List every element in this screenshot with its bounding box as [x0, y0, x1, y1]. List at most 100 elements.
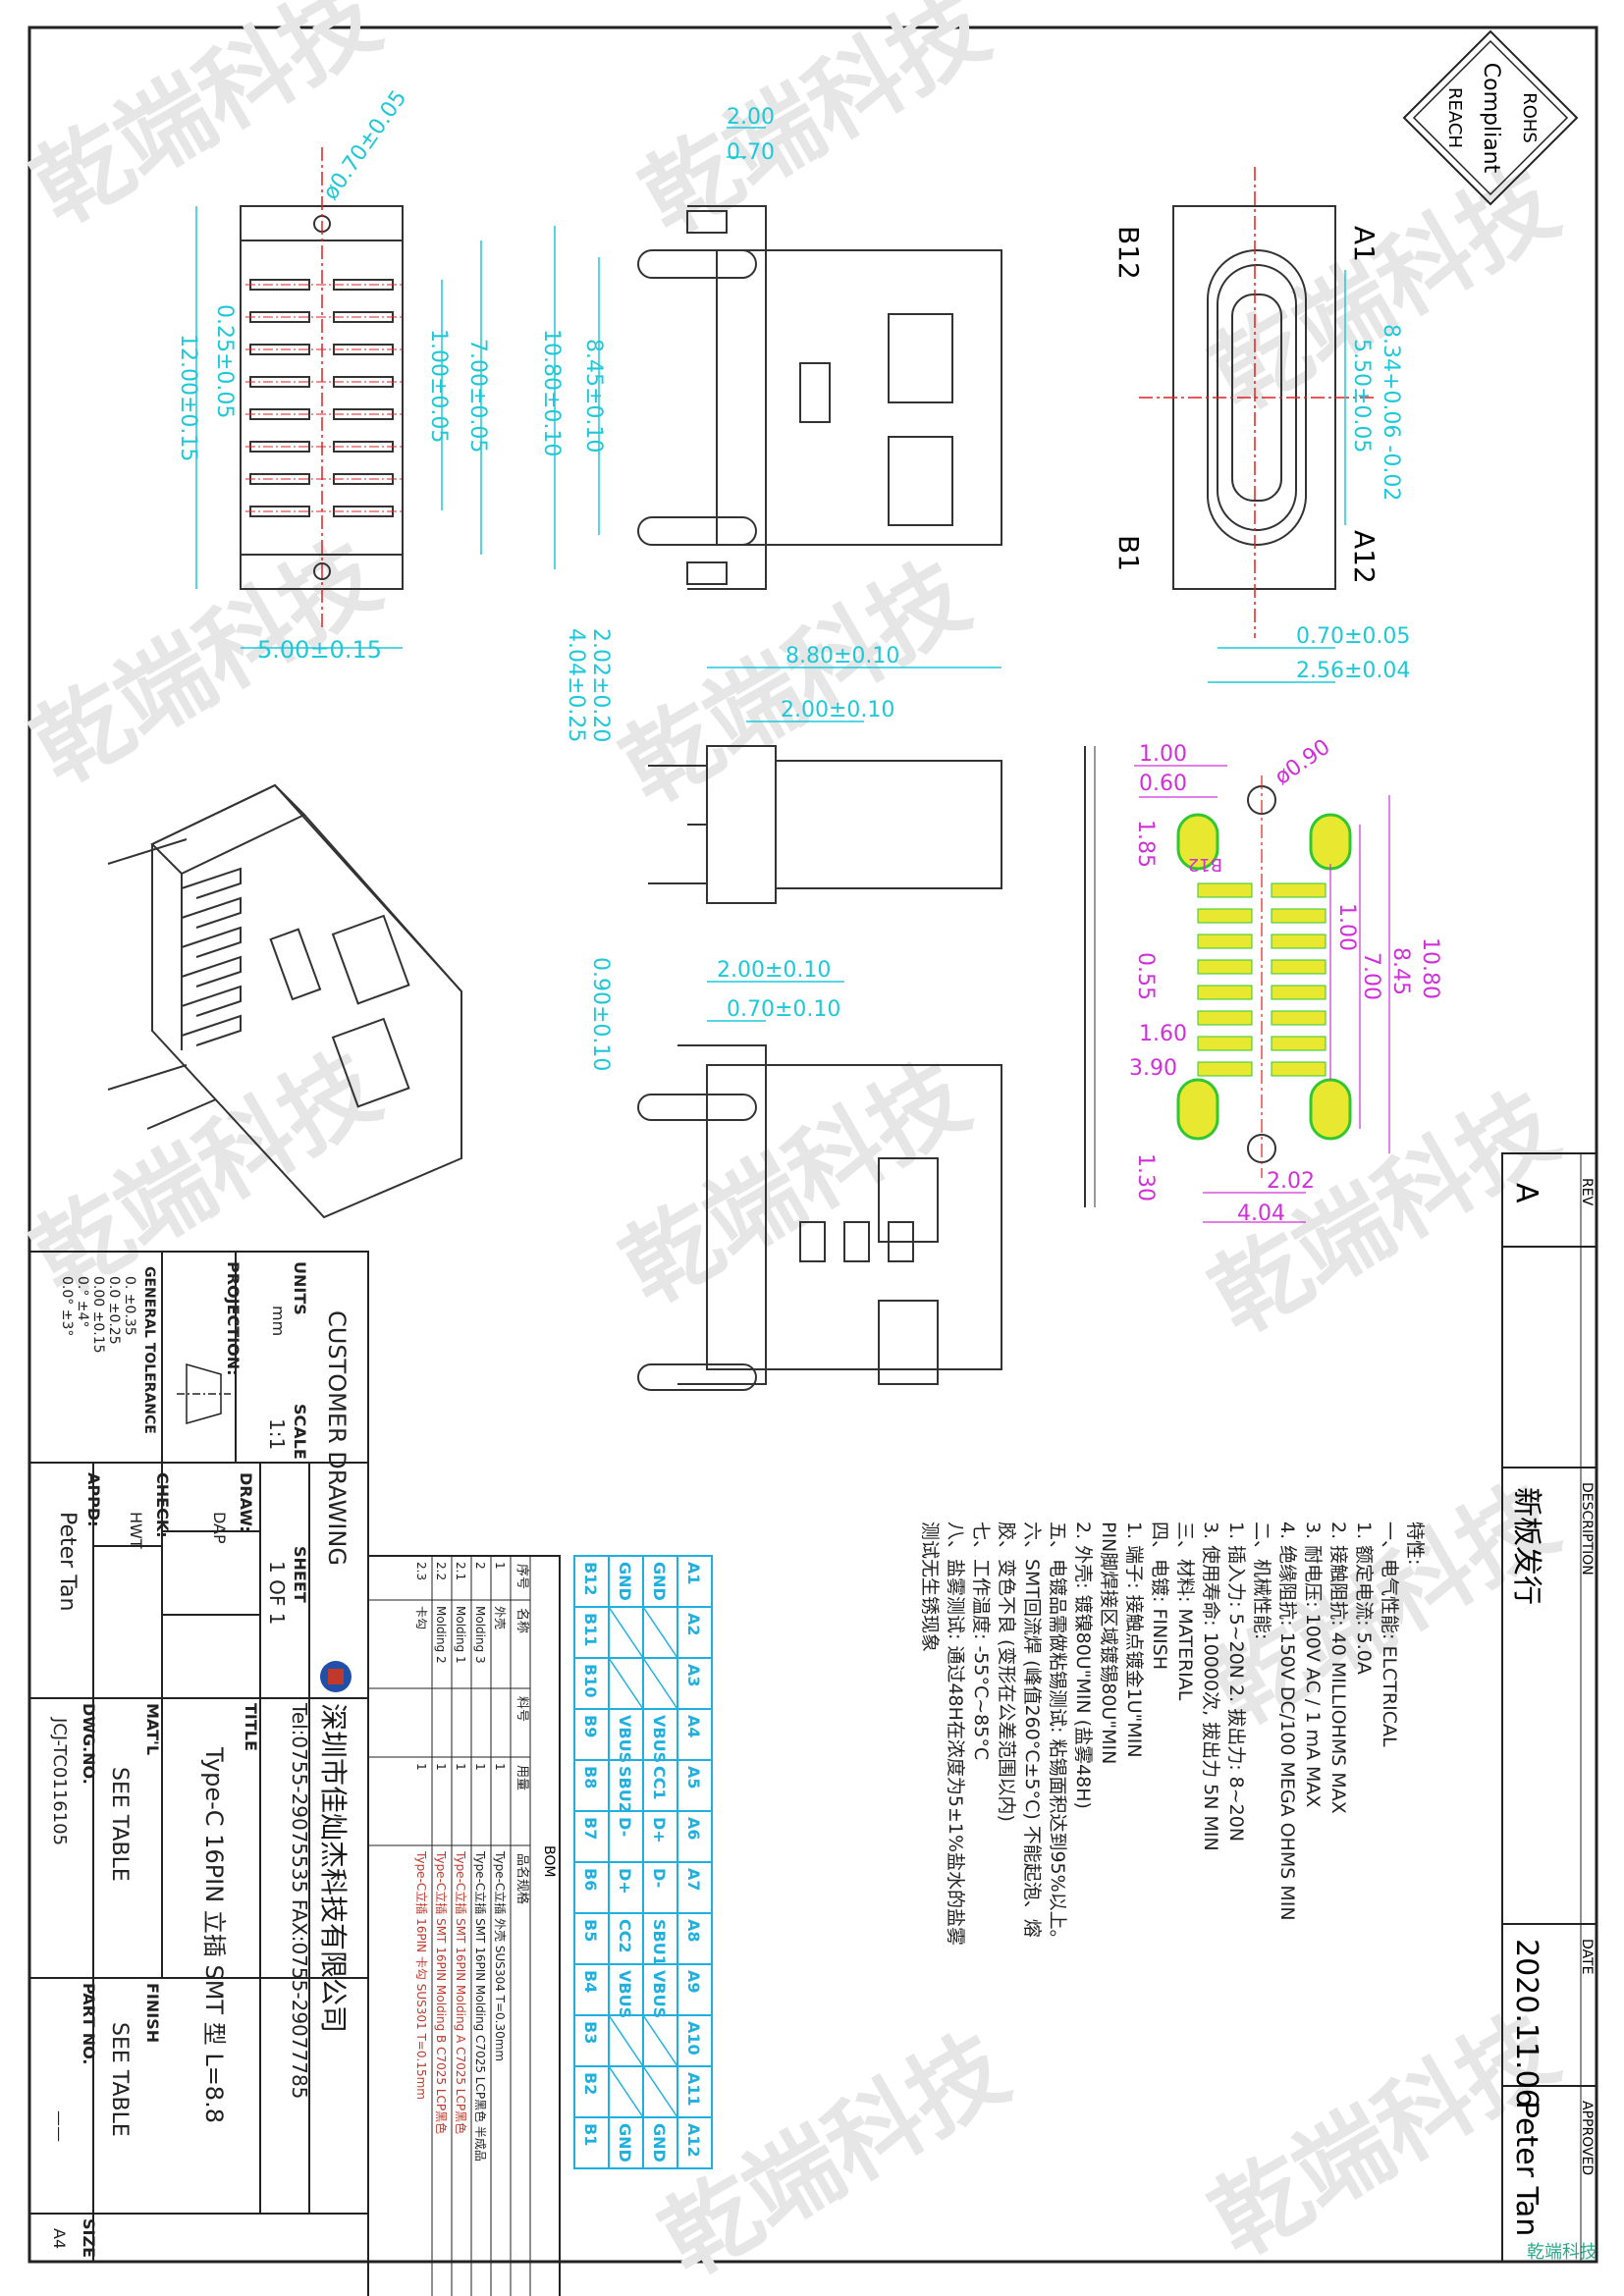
pcb-dim-390: 3.90 — [1129, 1056, 1177, 1081]
pin-label-a12: A12 — [1348, 530, 1380, 584]
spec-line: 二、机械性能: — [1251, 1522, 1272, 1639]
pcb-pad — [1197, 1036, 1253, 1051]
dim-width-070: 0.70±0.05 — [1296, 624, 1410, 649]
isometric-pins — [181, 867, 242, 1046]
company-logo — [320, 1661, 352, 1692]
customer-drawing-label: CUSTOMER DRAWING — [323, 1310, 351, 1566]
dim-pitch-025: 0.25±0.05 — [212, 304, 237, 418]
pin-table-value: B8 — [581, 1766, 600, 1789]
pcb-dim-845: 8.45 — [1388, 947, 1413, 995]
projection-label: PROJECTION: — [224, 1261, 243, 1376]
bom-cell: 2.2 — [434, 1562, 448, 1580]
pin-table-empty-mark — [608, 1657, 644, 1710]
pin-table-value: GND — [616, 2123, 634, 2163]
rev-value: A — [1509, 1183, 1543, 1203]
sheet-border — [27, 26, 1598, 2264]
pcb-pad — [1197, 908, 1253, 924]
pin-table-value: VBUS — [650, 1715, 669, 1763]
pin-table-value: A1 — [684, 1562, 703, 1585]
top-view-pins — [245, 279, 403, 517]
pcb-layout-dimensions: 1.00 0.60 1.85 ø0.90 B12 1.00 0.55 1.60 … — [1129, 735, 1442, 1226]
pin-table-empty-mark — [642, 2065, 678, 2118]
size-label: SIZE — [80, 2218, 98, 2258]
part-label: PART NO. — [80, 1983, 98, 2064]
rohs-line3: REACH — [1444, 87, 1465, 148]
pcb-dim-diameter: ø0.90 — [1271, 735, 1334, 790]
rev-header: REV — [1579, 1178, 1595, 1206]
bom-title: BOM — [541, 1845, 557, 1877]
spec-line: 2. 外壳: 镀镍80U"MIN (盐雾48H) — [1072, 1522, 1094, 1809]
pcb-pad — [1197, 985, 1253, 1000]
rohs-line1: ROHS — [1519, 92, 1540, 143]
title-label: TITLE — [242, 1703, 260, 1751]
pin-table-value: A7 — [684, 1868, 703, 1892]
pin-table-value: B11 — [581, 1613, 600, 1646]
pcb-dim-130: 1.30 — [1133, 1153, 1158, 1201]
bom-cell: Type-C立插 16PIN 卡勾 SUS301 T=0.15mm — [414, 1850, 429, 2100]
bom-cell: 1 — [473, 1763, 487, 1771]
spec-line: 2. 接触阻抗: 40 MILLIOHMS MAX — [1327, 1522, 1349, 1814]
pin-table-empty-mark — [642, 2014, 678, 2067]
pin-label-b12: B12 — [1112, 226, 1145, 280]
tolerance-2: 0.00 ±0.15 — [90, 1276, 106, 1354]
sheet-label: SHEET — [291, 1546, 309, 1603]
bom-cell: 1 — [414, 1763, 428, 1771]
watermark-corner: 乾端科技 — [1527, 2242, 1597, 2263]
pin-assignment-table: A1A2A3A4A5A6A7A8A9A10A11A12GNDVBUSCC1D+D… — [573, 1555, 713, 2169]
pin-label-a1: A1 — [1348, 226, 1380, 262]
sheet-value: 1 OF 1 — [265, 1561, 289, 1625]
scale-value: 1:1 — [265, 1418, 289, 1450]
draw-value: DAP — [210, 1512, 229, 1544]
bom-header: 序号 — [514, 1564, 529, 1589]
dim-height-834: 8.34+0.06 -0.02 — [1379, 324, 1403, 501]
bom-cell: 卡勾 — [414, 1606, 428, 1629]
spec-line: 七、工作温度: -55°C~85°C — [970, 1522, 992, 1760]
pin-label-b1: B1 — [1112, 535, 1145, 571]
pin-table-value: A5 — [684, 1766, 703, 1789]
pcb-pad — [1271, 985, 1326, 1000]
pin-table-value: CC2 — [616, 1919, 634, 1953]
bom-cell: 1 — [434, 1763, 448, 1771]
tolerance-1: 0.0 ±0.25 — [106, 1276, 122, 1345]
bom-cell: Type-C立插 SMT 16PIN Molding B C7025 LCP黑色 — [434, 1850, 449, 2134]
watermark-text: 乾端科技 — [16, 1032, 398, 1315]
units-label: UNITS — [291, 1261, 309, 1315]
pin-table-value: B2 — [581, 2072, 600, 2095]
spec-line: 四、电镀: FINISH — [1149, 1522, 1170, 1670]
approved-value: Peter Tan — [1509, 2101, 1543, 2236]
side-view — [637, 205, 1002, 590]
watermark-text: 乾端科技 — [605, 541, 987, 825]
pcb-pad — [1271, 908, 1326, 924]
pcb-pad — [1271, 1010, 1326, 1026]
spec-line: 1. 插入力: 5~20N 2. 拔出力: 8~20N — [1225, 1522, 1247, 1842]
spec-line: 一、电气性能: ELCTRICAL — [1379, 1522, 1400, 1747]
dim-width-070: 0.70±0.10 — [727, 997, 840, 1022]
profile-view — [648, 745, 1002, 904]
pcb-dim-055: 0.55 — [1133, 952, 1158, 1000]
spec-line: 胶、变色不良 (变形在公差范围以内) — [996, 1522, 1017, 1822]
spec-line: 特性: — [1404, 1522, 1426, 1565]
dim-height-404: 4.04±0.25 — [564, 628, 588, 742]
pcb-dim-700: 7.00 — [1359, 952, 1383, 1000]
units-value: mm — [269, 1306, 288, 1336]
appd-label: APPD: — [84, 1472, 103, 1527]
pcb-pad — [1197, 1061, 1253, 1077]
title-block — [28, 1251, 369, 2263]
pin-table-value: VBUS — [650, 1970, 669, 2018]
pin-table-value: D+ — [616, 1868, 634, 1895]
pin-table-cell — [573, 2116, 610, 2169]
pcb-pad — [1197, 1010, 1253, 1026]
dim-hole-diameter: ø0.70±0.05 — [318, 86, 411, 205]
approved-header: APPROVED — [1579, 2101, 1595, 2175]
pin-table-value: A6 — [684, 1817, 703, 1841]
bom-cell: 2.3 — [414, 1562, 428, 1580]
pin-table-value: B4 — [581, 1970, 600, 1993]
dim-width-200: 2.00±0.10 — [717, 958, 831, 983]
pcb-pad — [1271, 1061, 1326, 1077]
pcb-pad — [1197, 882, 1253, 898]
spec-line: PIN脚焊接区域镀锡80U"MIN — [1098, 1522, 1119, 1764]
pin-table-grid: A1A2A3A4A5A6A7A8A9A10A11A12GNDVBUSCC1D+D… — [573, 1555, 713, 2169]
date-header: DATE — [1579, 1939, 1595, 1974]
